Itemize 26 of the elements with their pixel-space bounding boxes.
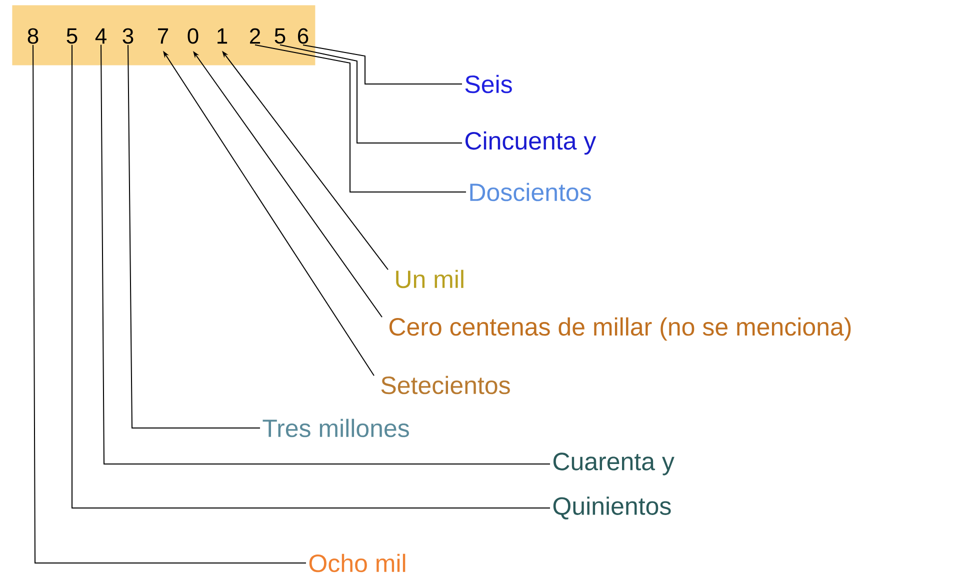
digit: 5 — [66, 28, 78, 44]
number-word: Setecientos — [381, 376, 510, 394]
leader-line — [302, 44, 462, 84]
number-word: Ocho mil — [309, 554, 406, 572]
digit: 8 — [28, 28, 38, 44]
digit: 1 — [218, 28, 228, 44]
leader-line — [32, 44, 306, 564]
leader-line — [128, 44, 260, 428]
number-word: Cero centenas de millar (no se menciona) — [389, 317, 851, 341]
digit: 2 — [250, 28, 260, 44]
number-word: Un mil — [396, 270, 464, 288]
number-word: Cincuenta y — [465, 131, 596, 155]
digit: 3 — [122, 28, 134, 44]
digit: 7 — [158, 28, 168, 44]
number-word: Seis — [465, 74, 512, 94]
number-band — [12, 5, 316, 66]
digit: 6 — [298, 28, 308, 44]
digit: 5 — [274, 28, 286, 44]
number-word: Cuarenta y — [553, 452, 674, 476]
leader-line — [280, 44, 462, 144]
number-word: Tres millones — [262, 418, 409, 438]
number-word: Doscientos — [470, 182, 591, 202]
number-word: Quinientos — [553, 496, 671, 520]
digit: 4 — [95, 28, 106, 44]
leader-line — [254, 44, 466, 192]
digit: 0 — [188, 28, 198, 44]
